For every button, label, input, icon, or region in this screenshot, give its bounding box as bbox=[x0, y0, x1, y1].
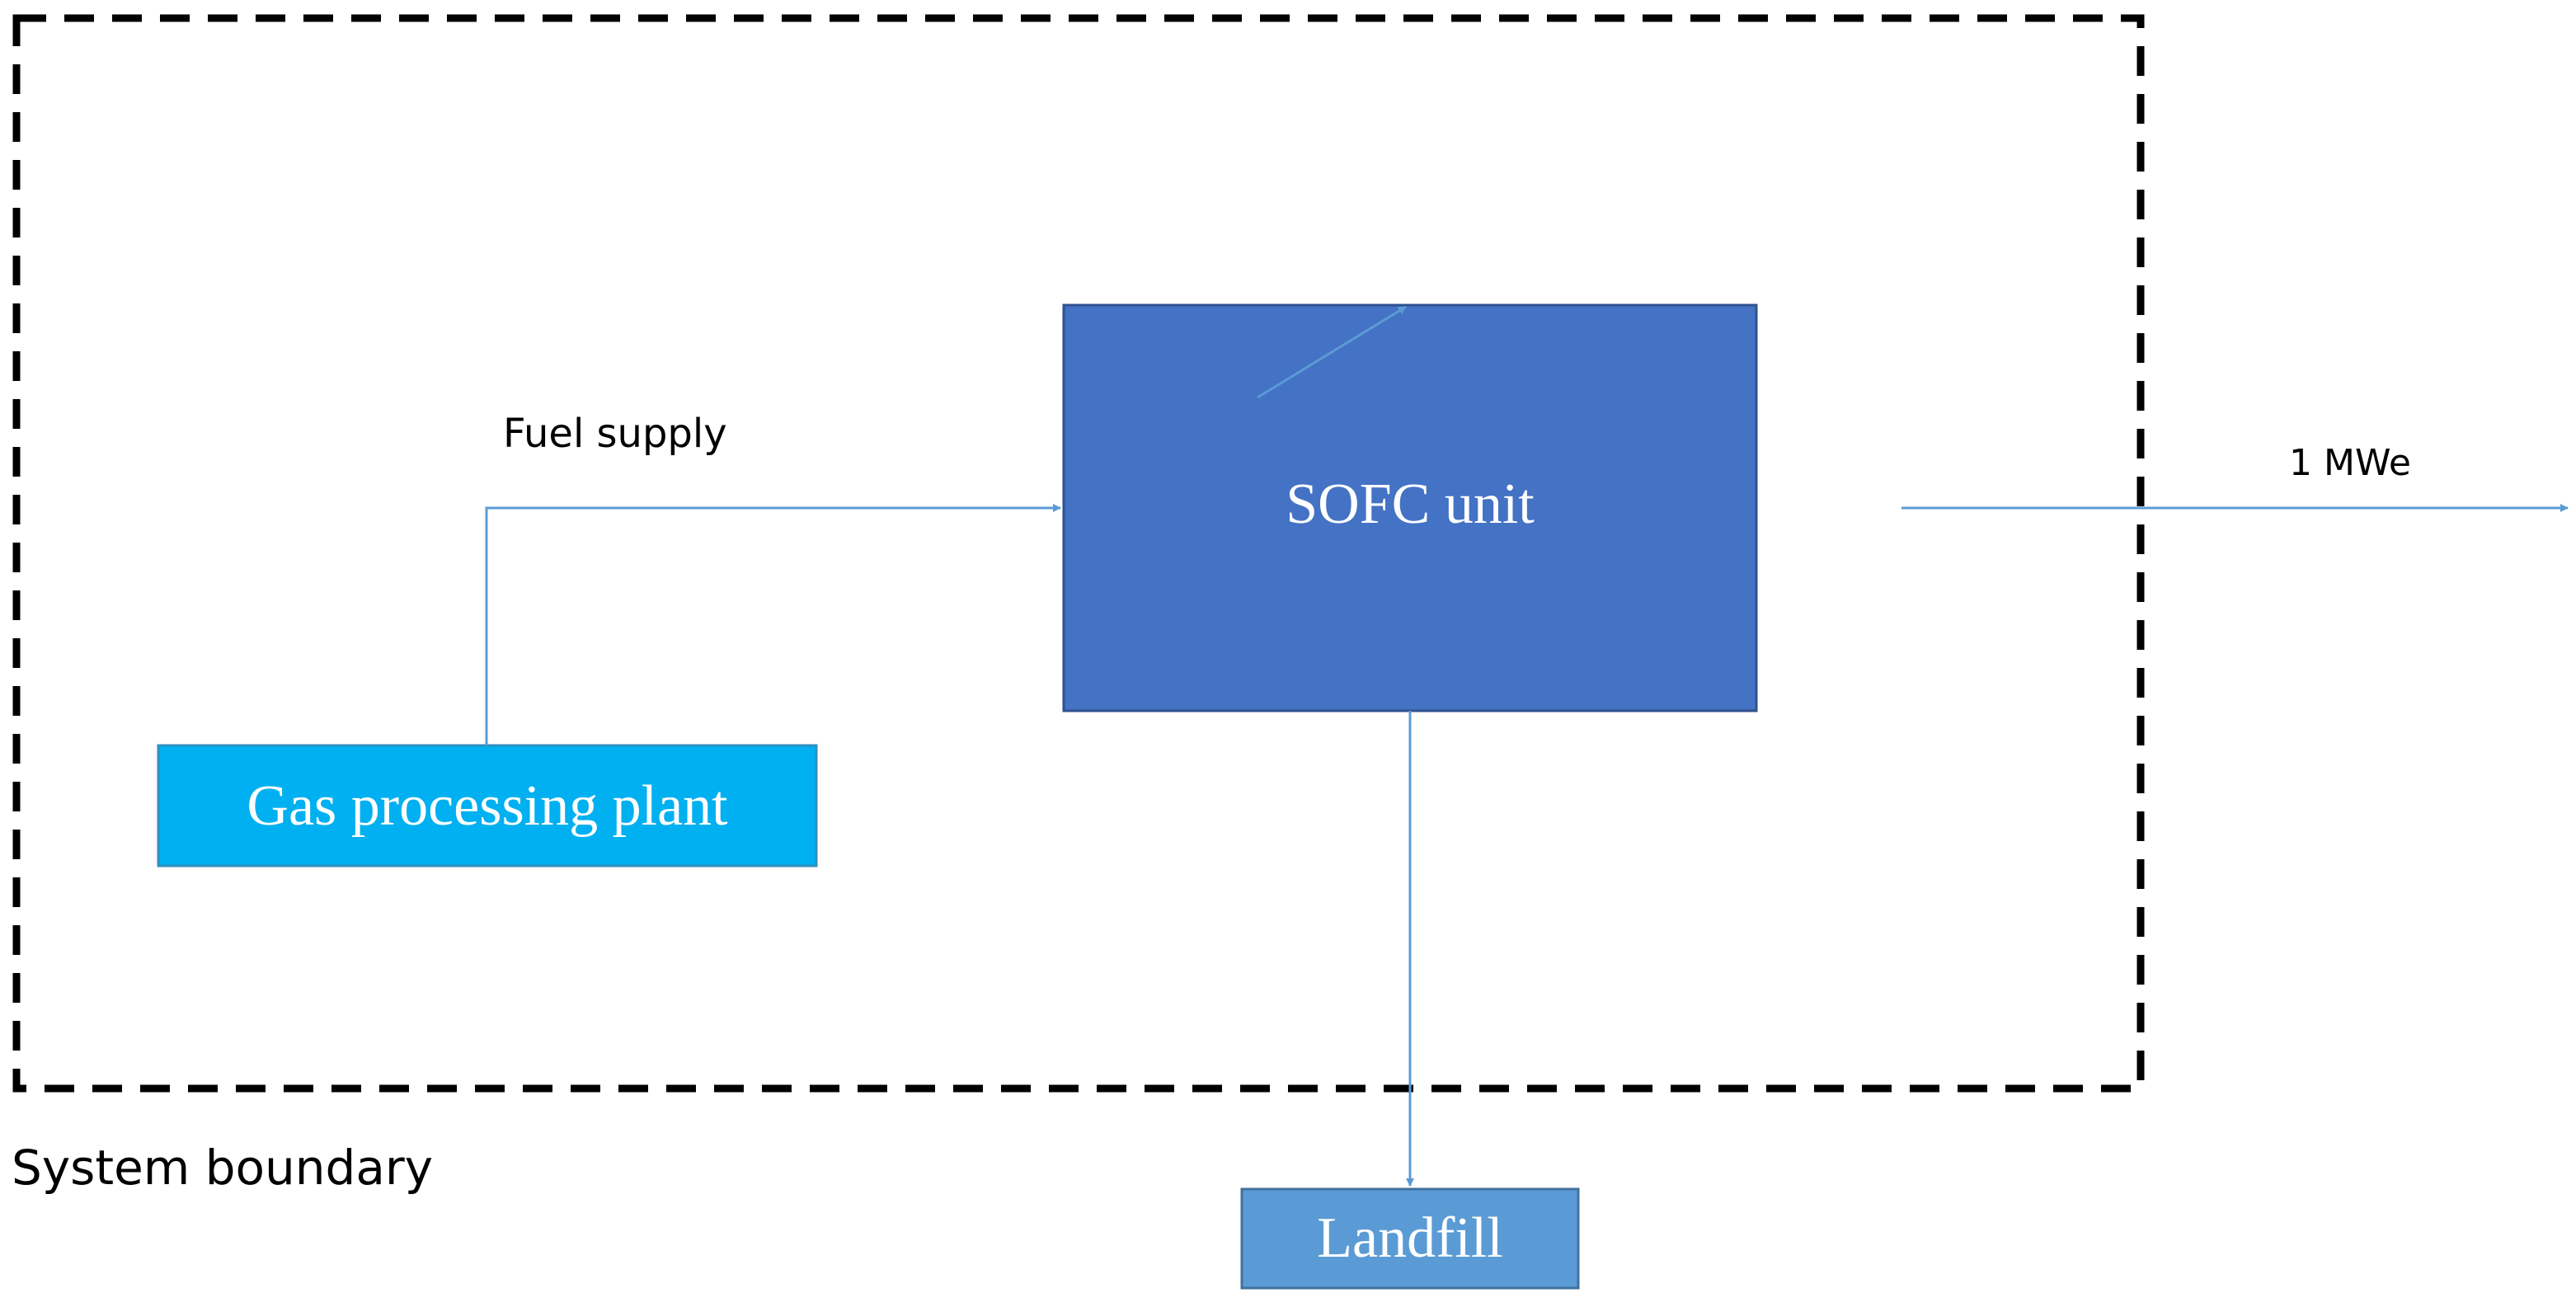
sofc-inner-arrow bbox=[1257, 305, 1407, 399]
system-boundary-label: System boundary bbox=[12, 1140, 433, 1196]
fuel-supply-arrow bbox=[485, 504, 1061, 745]
sofc-unit-box[interactable] bbox=[1062, 303, 1758, 712]
power-output-label: 1 MWe bbox=[2289, 442, 2411, 484]
landfill-box[interactable] bbox=[1240, 1187, 1580, 1290]
fuel-supply-label: Fuel supply bbox=[503, 411, 727, 457]
system-boundary bbox=[12, 14, 2145, 1093]
sofc-unit-label: SOFC unit bbox=[1286, 472, 1535, 536]
gas-processing-plant-label: Gas processing plant bbox=[247, 774, 728, 838]
gas-processing-plant-box[interactable] bbox=[157, 744, 818, 867]
landfill-label: Landfill bbox=[1317, 1206, 1502, 1270]
